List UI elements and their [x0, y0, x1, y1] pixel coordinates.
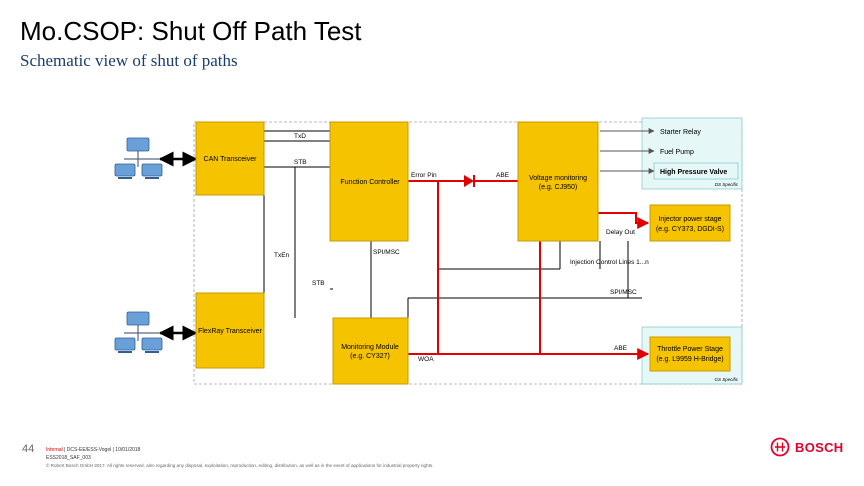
can-transceiver-label: CAN Transceiver	[204, 156, 258, 163]
function-controller-label: Function Controller	[340, 179, 400, 186]
bosch-wordmark: BOSCH	[795, 439, 844, 455]
injection-control-label: Injection Control Lines 1...n	[570, 259, 649, 266]
error-pin-label: Error Pin	[411, 172, 437, 179]
delay-out-label: Delay Out	[606, 229, 635, 236]
voltage-monitoring-block	[517, 121, 599, 242]
throttle-power-stage-label: Throttle Power Stage	[657, 346, 723, 353]
abe-bottom-label: ABE	[614, 345, 628, 352]
high-pressure-valve-label: High Pressure Valve	[660, 169, 727, 176]
footer-info-line: Internal | DCS-EE/ESS-Vogel | 10/01/2018	[46, 447, 140, 453]
injector-power-stage-label: Injector power stage	[658, 216, 721, 223]
ds-specific-label: DS Specific	[715, 182, 739, 187]
fuel-pump-label: Fuel Pump	[660, 149, 694, 156]
monitoring-module-part: (e.g. CY327)	[350, 353, 390, 360]
gs-specific-label: GS Specific	[714, 377, 738, 382]
stb-bottom-label: STB	[312, 280, 325, 287]
page-subtitle: Schematic view of shut of paths	[20, 51, 238, 70]
monitoring-module-label: Monitoring Module	[341, 344, 399, 351]
footer-doc-id: ESS2018_SAF_003	[46, 455, 91, 461]
txd-label: TxD	[294, 133, 306, 140]
page-number: 44	[22, 443, 35, 455]
classification-label: Internal	[46, 447, 63, 453]
stb-top-label: STB	[294, 159, 307, 166]
flexray-network-icon	[114, 311, 163, 353]
voltage-monitoring-label: Voltage monitoring	[529, 175, 587, 182]
red-shutoff-wires	[408, 180, 650, 360]
can-network-icon	[114, 137, 163, 179]
blocks	[195, 121, 731, 385]
can-transceiver-block	[195, 121, 265, 196]
monitoring-module-block	[332, 317, 409, 385]
voltage-monitoring-part: (e.g. CJ950)	[539, 184, 578, 191]
throttle-power-stage-part: (e.g. L9959 H-Bridge)	[656, 356, 723, 363]
flexray-transceiver-label: FlexRay Transceiver	[198, 328, 262, 335]
diode-symbol	[464, 175, 475, 187]
throttle-power-stage-block	[649, 336, 731, 372]
bosch-logo: BOSCH	[770, 437, 843, 457]
spi-msc-left-label: SPI/MSC	[373, 249, 400, 256]
injector-power-stage-part: (e.g. CY373, DGDI-S)	[656, 226, 724, 233]
flexray-transceiver-block	[195, 292, 265, 369]
footer-copyright: © Robert Bosch GmbH 2017. All rights res…	[46, 463, 434, 468]
spi-msc-right-label: SPI/MSC	[610, 289, 637, 296]
function-controller-block	[329, 121, 409, 242]
abe-top-label: ABE	[496, 172, 510, 179]
woa-label: WOA	[418, 356, 434, 363]
injector-power-stage-block	[649, 204, 731, 242]
txen-label: TxEn	[274, 252, 290, 259]
page-title: Mo.CSOP: Shut Off Path Test	[20, 16, 362, 46]
footer-info: | DCS-EE/ESS-Vogel | 10/01/2018	[62, 447, 141, 453]
bosch-armature-icon	[770, 437, 790, 457]
starter-relay-label: Starter Relay	[660, 129, 701, 136]
